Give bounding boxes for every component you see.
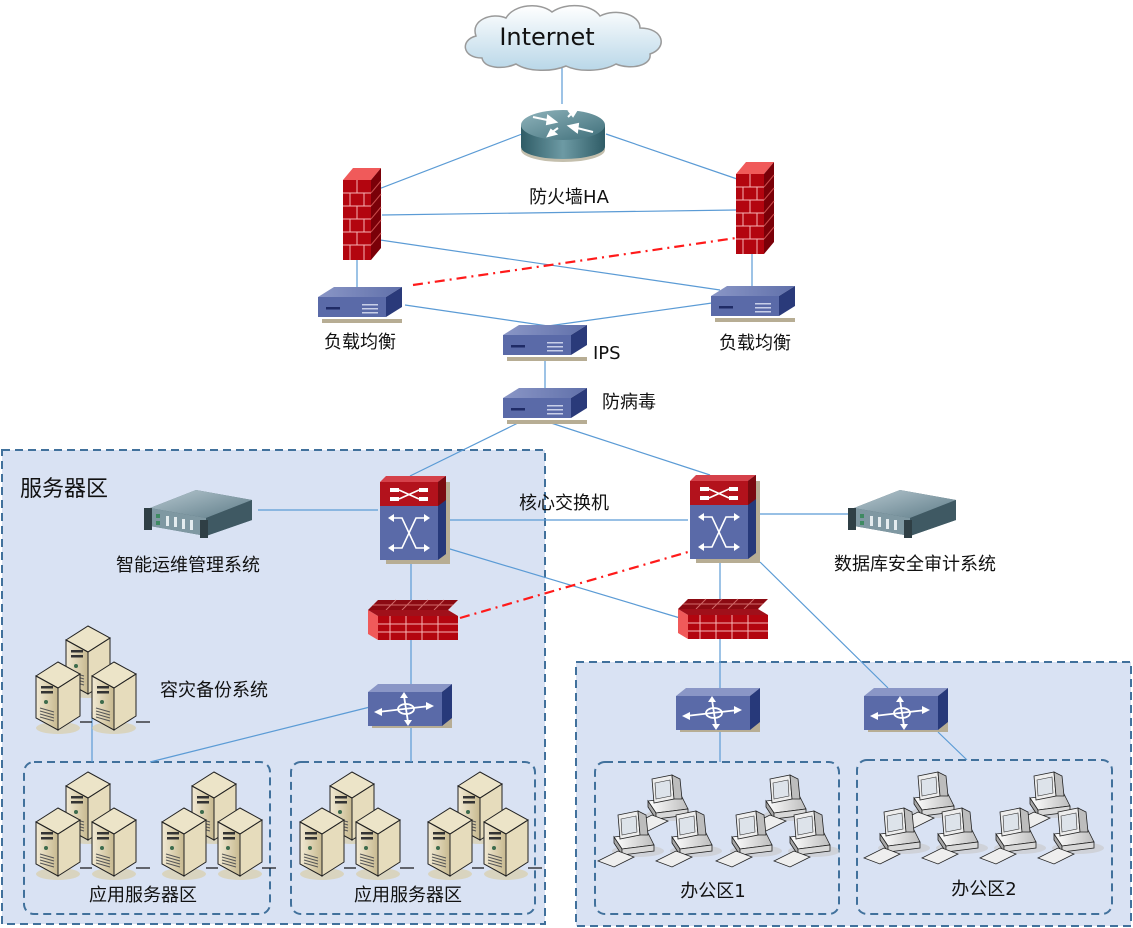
switch-server-zone: [367, 683, 453, 729]
db-audit-label: 数据库安全审计系统: [834, 554, 996, 575]
firewall-office-zone: [677, 598, 769, 640]
db-audit-server: [848, 490, 956, 538]
link-fw-ha: [381, 209, 737, 216]
links: [91, 64, 968, 763]
antivirus: [503, 388, 587, 424]
firewall-right: [735, 161, 775, 255]
office-2-label: 办公区2: [951, 879, 1016, 900]
app-server-zone-2: [290, 761, 536, 915]
link-ha-lb-fw: [412, 236, 737, 287]
load-balancer-right: [711, 286, 795, 322]
link-av-core-left: [409, 421, 521, 477]
link-core-switch-office2: [759, 561, 889, 689]
core-switch-right: [689, 474, 761, 564]
load-balancer-left-label: 负载均衡: [324, 332, 396, 353]
office-1-label: 办公区1: [680, 881, 745, 902]
load-balancer-right-label: 负载均衡: [719, 333, 791, 354]
core-switch-left: [379, 475, 451, 565]
app-server-zone-1: [23, 761, 271, 915]
router-arrows-icon: [532, 106, 594, 138]
firewall-server-zone: [367, 599, 459, 641]
ips: [503, 325, 587, 361]
link-router-fw-left: [375, 133, 523, 191]
link-av-core-right: [547, 421, 711, 476]
link-ha-fw-core: [459, 550, 689, 620]
dr-backup-label: 容灾备份系统: [160, 680, 268, 701]
link-lb-left-ips: [404, 304, 549, 327]
link-switch-office2: [937, 731, 968, 761]
firewall-left: [342, 167, 382, 261]
ips-label: IPS: [593, 343, 621, 364]
link-core-left-fw-office: [439, 545, 681, 619]
antivirus-label: 防病毒: [602, 392, 656, 413]
office-zone-2: [856, 759, 1113, 915]
link-lb-right-ips: [547, 302, 713, 327]
load-balancer-left: [318, 287, 402, 323]
router: [521, 106, 605, 162]
core-switch-label: 核心交换机: [519, 493, 609, 514]
firewall-ha-label: 防火墙HA: [529, 187, 610, 208]
internet-label: Internet: [499, 23, 594, 51]
ops-mgmt-label: 智能运维管理系统: [116, 555, 260, 576]
app-server-zone-2-label: 应用服务器区: [354, 885, 462, 906]
link-router-fw-right: [605, 133, 741, 181]
switch-office-1: [675, 687, 761, 733]
link-switch-app1: [149, 706, 371, 763]
internet-cloud: Internet: [464, 4, 662, 71]
office-zone-1: [594, 761, 840, 915]
server-zone-label: 服务器区: [20, 477, 108, 502]
app-server-zone-1-label: 应用服务器区: [89, 885, 197, 906]
switch-office-2: [863, 687, 949, 733]
